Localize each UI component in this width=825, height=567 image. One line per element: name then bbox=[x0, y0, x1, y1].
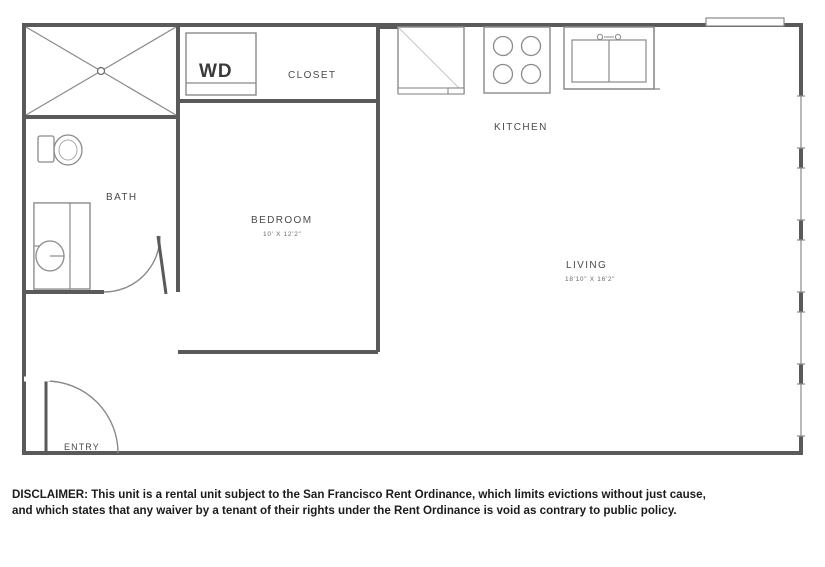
window-panes-right bbox=[797, 95, 805, 437]
kitchen-counter bbox=[564, 27, 660, 90]
utility-closet-hatch bbox=[25, 26, 177, 116]
entry-door bbox=[24, 376, 119, 454]
bath-label: BATH bbox=[106, 192, 138, 203]
toilet-fixture bbox=[37, 134, 83, 166]
disclaimer-text: DISCLAIMER: This unit is a rental unit s… bbox=[12, 487, 812, 520]
bedroom-dimensions: 10' X 12'2" bbox=[263, 231, 302, 238]
range-fixture bbox=[483, 26, 551, 94]
disclaimer-line-2: and which states that any waiver by a te… bbox=[12, 504, 677, 518]
refrigerator-fixture bbox=[397, 26, 465, 95]
living-dimensions: 18'10" X 16'2" bbox=[565, 276, 615, 283]
floorplan-diagram: WD CLOSET BATH BEDROOM 10' X 12'2" bbox=[22, 17, 805, 455]
washer-dryer-label: WD bbox=[199, 61, 233, 82]
floorplan-container: WD CLOSET BATH BEDROOM 10' X 12'2" bbox=[22, 17, 805, 455]
washer-dryer-fixture bbox=[185, 32, 257, 96]
window-top-right bbox=[705, 17, 785, 27]
bath-door bbox=[103, 235, 168, 295]
kitchen-label: KITCHEN bbox=[494, 122, 548, 133]
disclaimer-line-1: DISCLAIMER: This unit is a rental unit s… bbox=[12, 488, 706, 501]
sink-fixture bbox=[563, 26, 655, 90]
interior-walls bbox=[24, 25, 380, 354]
bathtub-fixture bbox=[33, 202, 91, 290]
living-label: LIVING bbox=[566, 260, 607, 271]
closet-label: CLOSET bbox=[288, 70, 336, 81]
entry-label: ENTRY bbox=[64, 442, 100, 452]
bedroom-label: BEDROOM bbox=[251, 215, 312, 226]
